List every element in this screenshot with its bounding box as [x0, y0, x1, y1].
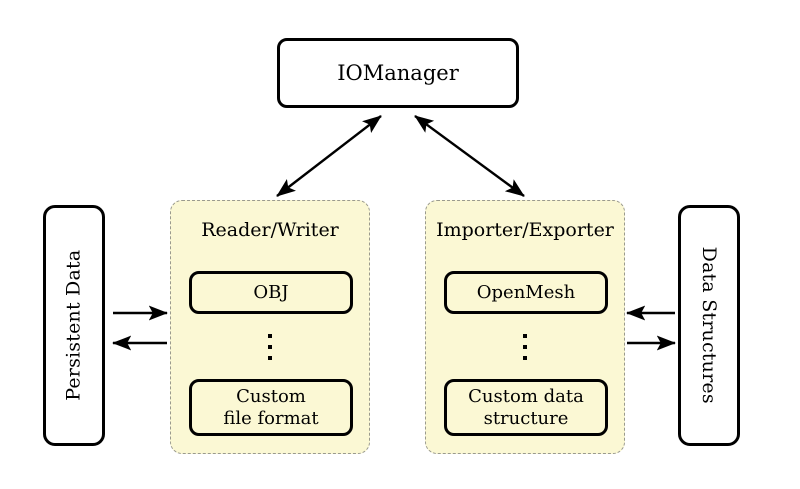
importer-exporter-ellipsis-icon — [426, 327, 624, 360]
io-manager-label: IOManager — [337, 60, 459, 85]
persistent-data-label: Persistent Data — [62, 249, 85, 402]
arrow-manager-reader-writer — [276, 115, 382, 197]
node-custom-data-structure[interactable]: Custom data structure — [444, 379, 608, 436]
custom-data-structure-line-1: Custom data — [468, 385, 584, 407]
node-data-structures[interactable]: Data Structures — [678, 205, 740, 446]
arrow-manager-importer-exporter — [414, 115, 525, 197]
custom-file-format-line-2: file format — [223, 407, 319, 429]
custom-data-structure-line-2: structure — [483, 407, 569, 429]
node-io-manager[interactable]: IOManager — [277, 38, 519, 108]
node-persistent-data[interactable]: Persistent Data — [43, 205, 105, 446]
panel-importer-exporter[interactable]: Importer/Exporter OpenMesh Custom data s… — [425, 200, 625, 454]
panel-reader-writer[interactable]: Reader/Writer OBJ Custom file format — [170, 200, 370, 454]
node-custom-data-structure-label: Custom data structure — [468, 386, 584, 429]
panel-reader-writer-title: Reader/Writer — [201, 219, 339, 241]
reader-writer-ellipsis-icon — [171, 327, 369, 360]
node-custom-file-format[interactable]: Custom file format — [189, 379, 353, 436]
node-obj-label: OBJ — [253, 281, 289, 303]
data-structures-label: Data Structures — [698, 246, 721, 405]
node-custom-file-format-label: Custom file format — [223, 386, 318, 429]
node-openmesh[interactable]: OpenMesh — [444, 271, 608, 314]
panel-importer-exporter-title: Importer/Exporter — [436, 219, 614, 241]
custom-file-format-line-1: Custom — [236, 385, 306, 407]
node-obj[interactable]: OBJ — [189, 271, 353, 314]
node-openmesh-label: OpenMesh — [476, 281, 576, 303]
